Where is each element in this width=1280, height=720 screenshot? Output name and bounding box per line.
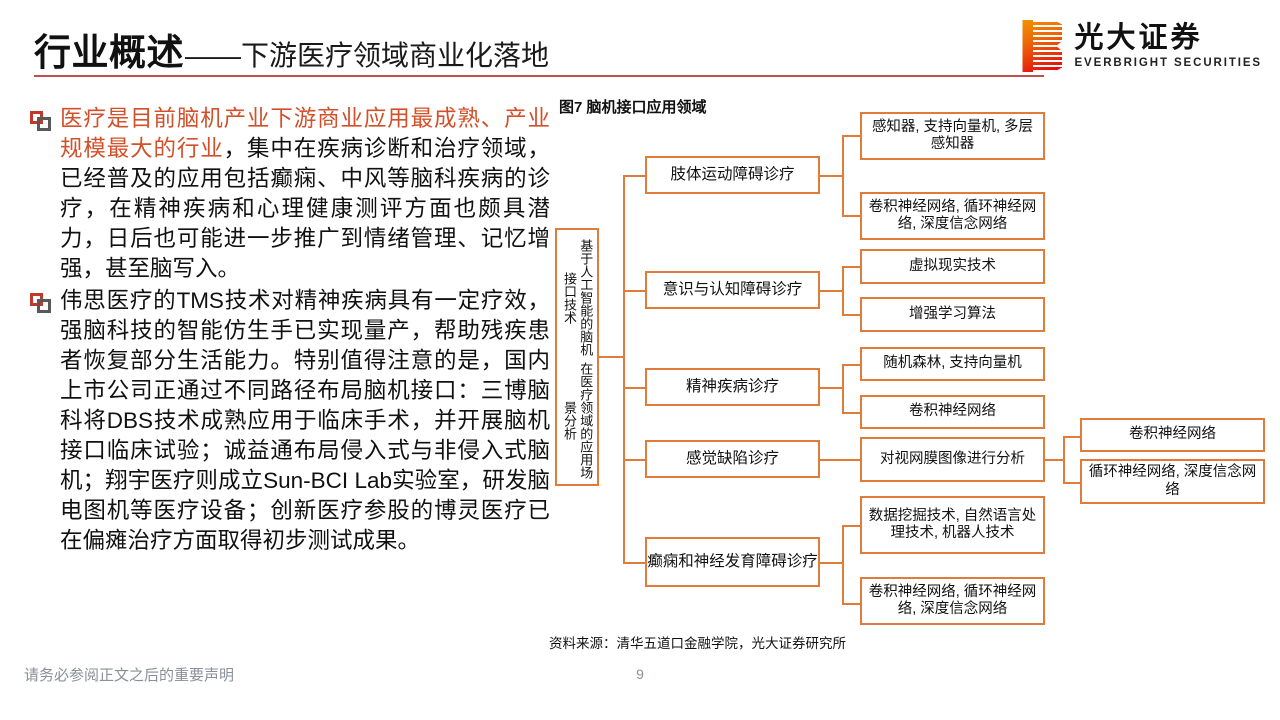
leaf-node-3-1-label: 随机森林, 支持向量机: [883, 355, 1022, 372]
branch-node-3-label: 精神疾病诊疗: [685, 377, 779, 395]
link-spine-b2: [623, 290, 645, 292]
title-divider: [34, 75, 1044, 77]
branch-node-2-label: 意识与认知障碍诊疗: [662, 280, 803, 298]
leaf-node-5-1-label: 数据挖掘技术, 自然语言处理技术, 机器人技术: [868, 507, 1037, 541]
subleaf-node-4-1-1: 卷积神经网络: [1080, 418, 1265, 452]
leaf-node-5-1: 数据挖掘技术, 自然语言处理技术, 机器人技术: [860, 496, 1045, 554]
link-root-spine: [599, 356, 623, 358]
link-spine-b3: [623, 387, 645, 389]
link-b4-sub-bracket: [1063, 436, 1065, 482]
link-b2-leaf1: [842, 266, 860, 268]
footer-disclaimer: 请务必参阅正文之后的重要声明: [24, 667, 235, 684]
leaf-node-5-2: 卷积神经网络, 循环神经网络, 深度信念网络: [860, 577, 1045, 625]
link-b5-out: [820, 562, 842, 564]
link-b2-bracket: [842, 266, 844, 314]
link-b5-bracket: [842, 525, 844, 603]
leaf-node-1-2: 卷积神经网络, 循环神经网络, 深度信念网络: [860, 192, 1045, 240]
subleaf-node-4-1-2: 循环神经网络, 深度信念网络: [1080, 459, 1265, 504]
link-b4-sub2: [1063, 482, 1080, 484]
subleaf-node-4-1-2-label: 循环神经网络, 深度信念网络: [1088, 464, 1257, 498]
leaf-node-2-1: 虚拟现实技术: [860, 249, 1045, 284]
page-number: 9: [636, 666, 644, 682]
page-title: 行业概述——下游医疗领域商业化落地: [34, 22, 549, 76]
branch-node-2: 意识与认知障碍诊疗: [645, 271, 820, 309]
link-b3-bracket: [842, 364, 844, 412]
branch-node-1: 肢体运动障碍诊疗: [645, 156, 820, 194]
page-title-sub: ——下游医疗领域商业化落地: [185, 40, 550, 71]
link-b3-leaf2: [842, 412, 860, 414]
leaf-node-3-1: 随机森林, 支持向量机: [860, 347, 1045, 381]
bullet-paragraph-1: 医疗是目前脑机产业下游商业应用最成熟、产业规模最大的行业，集中在疾病诊断和治疗领…: [60, 104, 550, 284]
double-square-bullet-icon: [30, 293, 54, 317]
link-b3-out: [820, 387, 842, 389]
leaf-node-4-1-label: 对视网膜图像进行分析: [880, 450, 1025, 467]
link-b5-leaf1: [842, 525, 860, 527]
logo-name-en: EVERBRIGHT SECURITIES: [1074, 56, 1262, 69]
list-item: 医疗是目前脑机产业下游商业应用最成熟、产业规模最大的行业，集中在疾病诊断和治疗领…: [30, 104, 550, 284]
link-b5-leaf2: [842, 603, 860, 605]
link-b2-out: [820, 290, 842, 292]
figure-title: 图7 脑机接口应用领域: [559, 99, 707, 116]
link-spine-b4: [623, 459, 645, 461]
bullet-1-highlight: 医疗是目前脑机产业下游商业应用最成熟、产业规模最大的行业: [60, 106, 550, 161]
leaf-node-1-1: 感知器, 支持向量机, 多层感知器: [860, 112, 1045, 160]
link-b1-out: [820, 175, 842, 177]
everbright-e-icon: [1022, 20, 1063, 72]
page-title-main: 行业概述: [34, 32, 184, 73]
double-square-bullet-icon: [30, 111, 54, 135]
list-item: 伟思医疗的TMS技术对精神疾病具有一定疗效，强脑科技的智能仿生手已实现量产，帮助…: [30, 286, 550, 556]
bullet-2-rest: 伟思医疗的TMS技术对精神疾病具有一定疗效，强脑科技的智能仿生手已实现量产，帮助…: [60, 288, 550, 553]
leaf-node-1-2-label: 卷积神经网络, 循环神经网络, 深度信念网络: [868, 198, 1037, 232]
link-spine-b1: [623, 175, 645, 177]
leaf-node-1-1-label: 感知器, 支持向量机, 多层感知器: [871, 118, 1034, 152]
brand-logo: 光大证券 EVERBRIGHT SECURITIES: [1022, 18, 1262, 74]
bullet-paragraph-2: 伟思医疗的TMS技术对精神疾病具有一定疗效，强脑科技的智能仿生手已实现量产，帮助…: [60, 286, 550, 556]
root-col-left: 在医疗领域的应用场景分析: [562, 362, 594, 480]
link-b1-leaf1: [842, 135, 860, 137]
logo-name-cn: 光大证券: [1074, 22, 1203, 55]
subleaf-node-4-1-1-label: 卷积神经网络: [1129, 426, 1216, 443]
branch-node-3: 精神疾病诊疗: [645, 368, 820, 406]
branch-node-4: 感觉缺陷诊疗: [645, 440, 820, 478]
link-b1-leaf2: [842, 215, 860, 217]
leaf-node-3-2-label: 卷积神经网络: [909, 403, 996, 420]
leaf-node-5-2-label: 卷积神经网络, 循环神经网络, 深度信念网络: [868, 583, 1037, 617]
branch-node-5-label: 癫痫和神经发育障碍诊疗: [647, 552, 818, 570]
body-bullet-list: 医疗是目前脑机产业下游商业应用最成熟、产业规模最大的行业，集中在疾病诊断和治疗领…: [30, 104, 550, 558]
leaf-node-2-2: 增强学习算法: [860, 297, 1045, 332]
branch-node-1-label: 肢体运动障碍诊疗: [670, 165, 795, 183]
figure-source: 资料来源：清华五道口金融学院，光大证券研究所: [549, 636, 846, 651]
root-col-right: 基于人工智能的脑机接口技术: [562, 239, 594, 357]
leaf-node-2-1-label: 虚拟现实技术: [909, 257, 996, 274]
link-b4-out: [820, 459, 860, 461]
branch-node-5: 癫痫和神经发育障碍诊疗: [645, 537, 820, 587]
bci-application-tree-diagram: 在医疗领域的应用场景分析 基于人工智能的脑机接口技术 肢体运动障碍诊疗 意识与认…: [545, 100, 1280, 630]
link-b1-bracket: [842, 135, 844, 215]
link-b4-sub1: [1063, 436, 1080, 438]
bullet-1-rest: ，集中在疾病诊断和治疗领域，已经普及的应用包括癫痫、中风等脑科疾病的诊疗，在精神…: [60, 136, 550, 281]
link-spine-main: [623, 175, 625, 563]
leaf-node-3-2: 卷积神经网络: [860, 395, 1045, 429]
tree-root-node: 在医疗领域的应用场景分析 基于人工智能的脑机接口技术: [555, 228, 599, 486]
leaf-node-4-1: 对视网膜图像进行分析: [860, 437, 1045, 482]
link-b2-leaf2: [842, 314, 860, 316]
leaf-node-2-2-label: 增强学习算法: [909, 305, 996, 322]
link-b3-leaf1: [842, 364, 860, 366]
link-spine-b5: [623, 562, 645, 564]
link-b4-leaf-out: [1045, 459, 1063, 461]
branch-node-4-label: 感觉缺陷诊疗: [685, 449, 779, 467]
